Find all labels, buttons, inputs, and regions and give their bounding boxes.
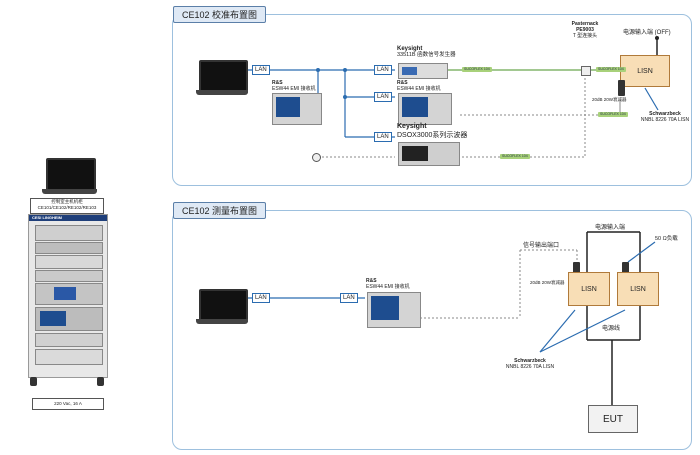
control-laptop — [42, 158, 97, 196]
eut-box: EUT — [588, 405, 638, 433]
oscilloscope — [398, 142, 460, 166]
lan-label: LAN — [374, 132, 392, 142]
cable-label: SUCOFLEX 104 — [462, 67, 492, 72]
power-input-label: 电源输入端 (OFF) — [623, 30, 671, 36]
panel-title: CE102 测量布置图 — [173, 202, 267, 219]
lan-label: LAN — [374, 92, 392, 102]
rack-wheel — [97, 377, 104, 386]
lisn-box-a: LISN — [568, 272, 610, 306]
signal-port-label: 信号输出端口 — [523, 243, 560, 249]
rack-wheel — [30, 377, 37, 386]
power-plug-icon — [312, 153, 321, 162]
pasternack-label: Pasternack PE9003 T 型连接头 — [571, 21, 599, 39]
lan-label: LAN — [252, 293, 270, 303]
attenuator-label: 20dB 20W衰减器 — [592, 97, 627, 102]
attenuator-label: 20dB 20W衰减器 — [530, 280, 565, 285]
load-label: 50 Ω负载 — [655, 236, 678, 242]
schwarzbeck-label: Schwarzbeck NNBL 8226 70A LISN — [640, 111, 690, 123]
schwarzbeck-label: Schwarzbeck NNBL 8226 70A LISN — [505, 358, 555, 370]
cable-label: SUCOFLEX 104 — [596, 67, 626, 72]
lan-label: LAN — [340, 293, 358, 303]
rs-receiver-mid-label: R&S ESW44 EMI 接收机 — [397, 80, 441, 92]
lan-label: LAN — [374, 65, 392, 75]
cable-label: SUCOFLEX 104 — [500, 154, 530, 159]
signal-generator — [398, 63, 448, 79]
keysight-scope-label: Keysight DSOX3000系列示波器 — [397, 123, 468, 139]
lan-label: LAN — [252, 65, 270, 75]
equipment-rack: CESI LINGHEIM — [28, 214, 108, 378]
power-line-label: 电源线 — [602, 326, 621, 332]
rack-label: 控制室主机机柜 CE101/CE102/RE102/RE103 — [30, 198, 104, 214]
load-icon — [622, 262, 629, 274]
lisn-box-b: LISN — [617, 272, 659, 306]
attenuator-icon — [618, 80, 625, 96]
panel-title: CE102 校准布置图 — [173, 6, 267, 23]
power-input-label: 电源输入端 — [595, 225, 626, 231]
keysight-generator-label: Keysight 33511B 函数信号发生器 — [397, 46, 456, 58]
rs-receiver-left-label: R&S ESW44 EMI 接收机 — [272, 80, 316, 92]
t-connector-icon — [581, 66, 591, 76]
rs-receiver-left — [272, 93, 322, 125]
rs-receiver-mid — [398, 93, 452, 125]
lisn-box: LISN — [620, 55, 670, 87]
cable-label: SUCOFLEX 104 — [598, 112, 628, 117]
bottom-laptop — [196, 289, 248, 325]
attenuator-icon — [573, 262, 580, 276]
rack-power-label: 220 Vac, 16 A — [32, 398, 104, 410]
rs-receiver-label: R&S ESW44 EMI 接收机 — [366, 278, 410, 290]
top-laptop — [196, 60, 248, 96]
rs-receiver — [367, 292, 421, 328]
rack-brand-strip: CESI LINGHEIM — [29, 215, 107, 221]
